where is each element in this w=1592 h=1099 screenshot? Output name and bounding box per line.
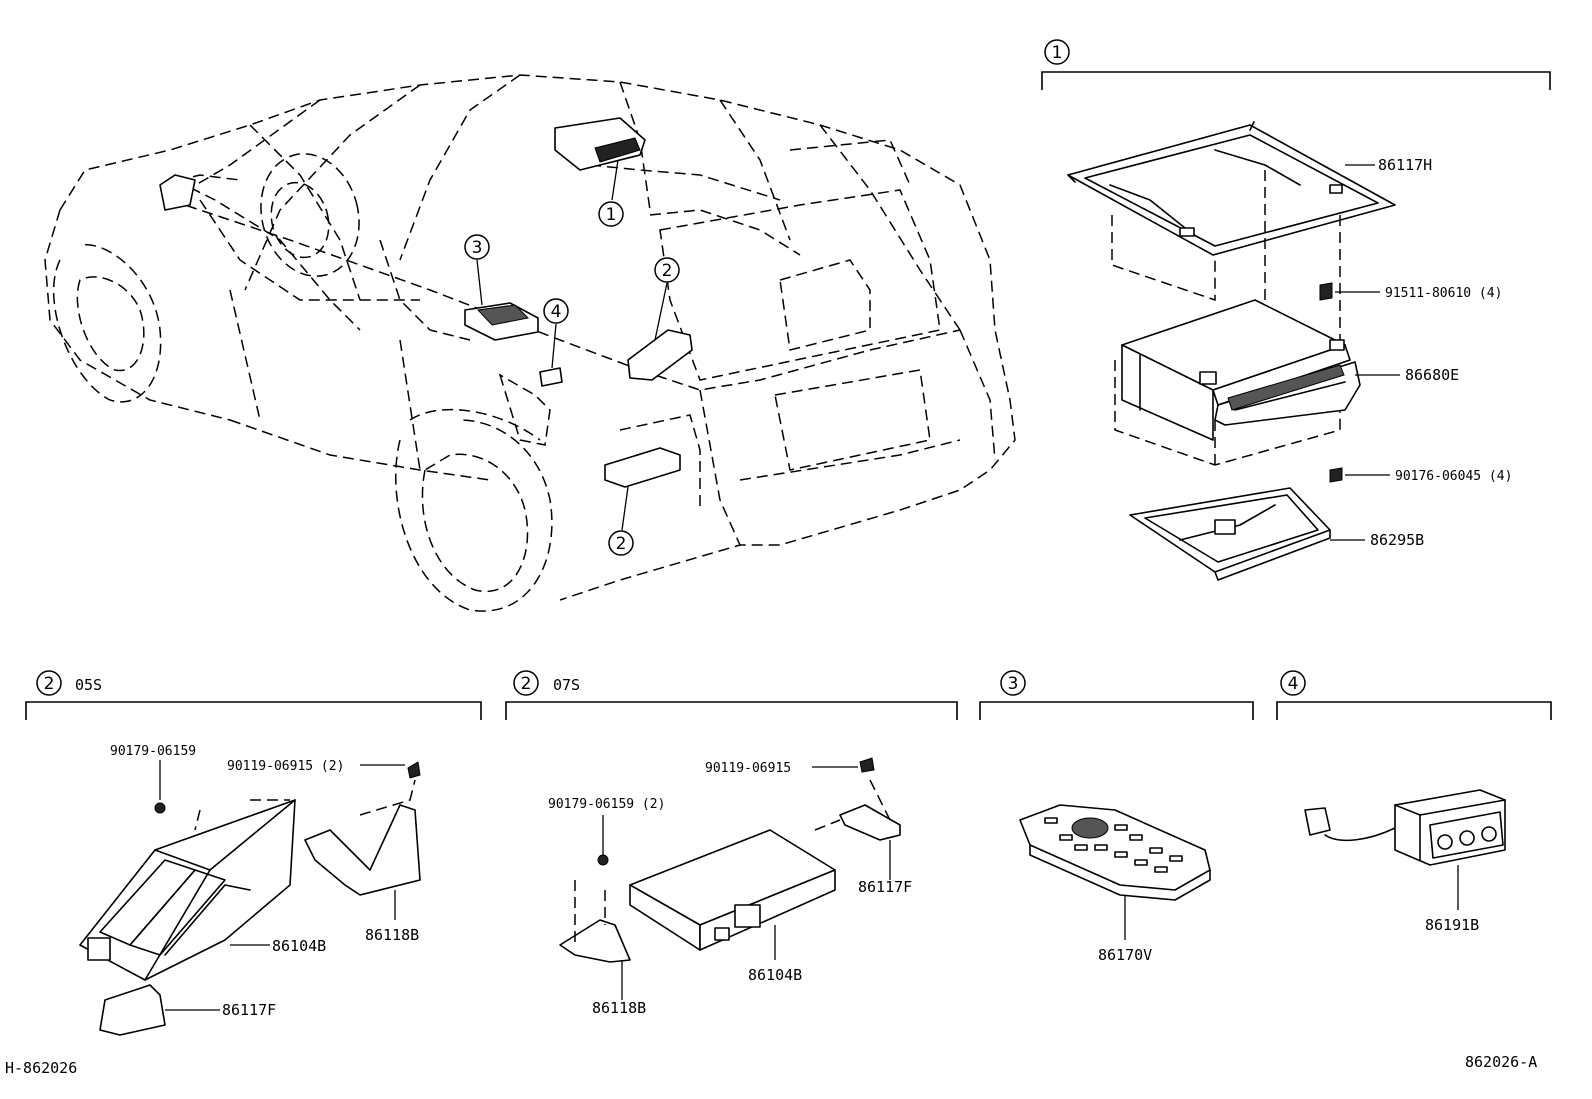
- section-2-05s: 2 05S 90179-06159 90119-06915 (2) 86104B…: [25, 670, 482, 1036]
- callout-1: 1: [606, 205, 617, 225]
- label-b-90119-06915: 90119-06915: [705, 761, 791, 776]
- label-a-90179-06159: 90179-06159: [110, 744, 196, 759]
- section-1: 1: [1041, 39, 1551, 581]
- label-a-86117F: 86117F: [222, 1001, 276, 1019]
- section-3: 3 86170V: [979, 670, 1254, 964]
- label-b-86117F: 86117F: [858, 878, 912, 896]
- vehicle-mounted-parts: [464, 117, 693, 488]
- label-b-86104B: 86104B: [748, 966, 802, 984]
- diagram-id-right: 862026-A: [1465, 1053, 1537, 1071]
- label-86191B: 86191B: [1425, 916, 1479, 934]
- vehicle-illustration: [44, 74, 1016, 612]
- section-3-number: 3: [1008, 674, 1019, 694]
- label-86295B: 86295B: [1370, 531, 1424, 549]
- label-b-86118B: 86118B: [592, 999, 646, 1017]
- section-4: 4 86191B: [1276, 670, 1552, 934]
- section-2b-tag: 07S: [553, 676, 580, 694]
- callout-2-upper: 2: [662, 261, 673, 281]
- section-4-number: 4: [1288, 674, 1299, 694]
- label-86170V: 86170V: [1098, 946, 1152, 964]
- label-86680E: 86680E: [1405, 366, 1459, 384]
- label-a-86118B: 86118B: [365, 926, 419, 944]
- label-b-90179-06159: 90179-06159 (2): [548, 797, 665, 812]
- label-91511-80610: 91511-80610 (4): [1385, 286, 1502, 301]
- callout-2-lower: 2: [616, 534, 627, 554]
- section-2a-tag: 05S: [75, 676, 102, 694]
- label-a-86104B: 86104B: [272, 937, 326, 955]
- callout-3: 3: [472, 238, 483, 258]
- vehicle-callouts: 1 3 4 2 2: [464, 159, 680, 556]
- section-1-number: 1: [1052, 43, 1063, 63]
- section-2-07s: 2 07S 90119-06915 90179-06159 (2) 86117F…: [505, 670, 958, 1017]
- label-86117H: 86117H: [1378, 156, 1432, 174]
- label-90176-06045: 90176-06045 (4): [1395, 469, 1512, 484]
- section-2b-number: 2: [521, 674, 532, 694]
- label-a-90119-06915: 90119-06915 (2): [227, 759, 344, 774]
- remote-buttons: [1044, 817, 1183, 873]
- diagram-id-left: H-862026: [5, 1059, 77, 1077]
- section-2a-number: 2: [44, 674, 55, 694]
- callout-4: 4: [551, 302, 562, 322]
